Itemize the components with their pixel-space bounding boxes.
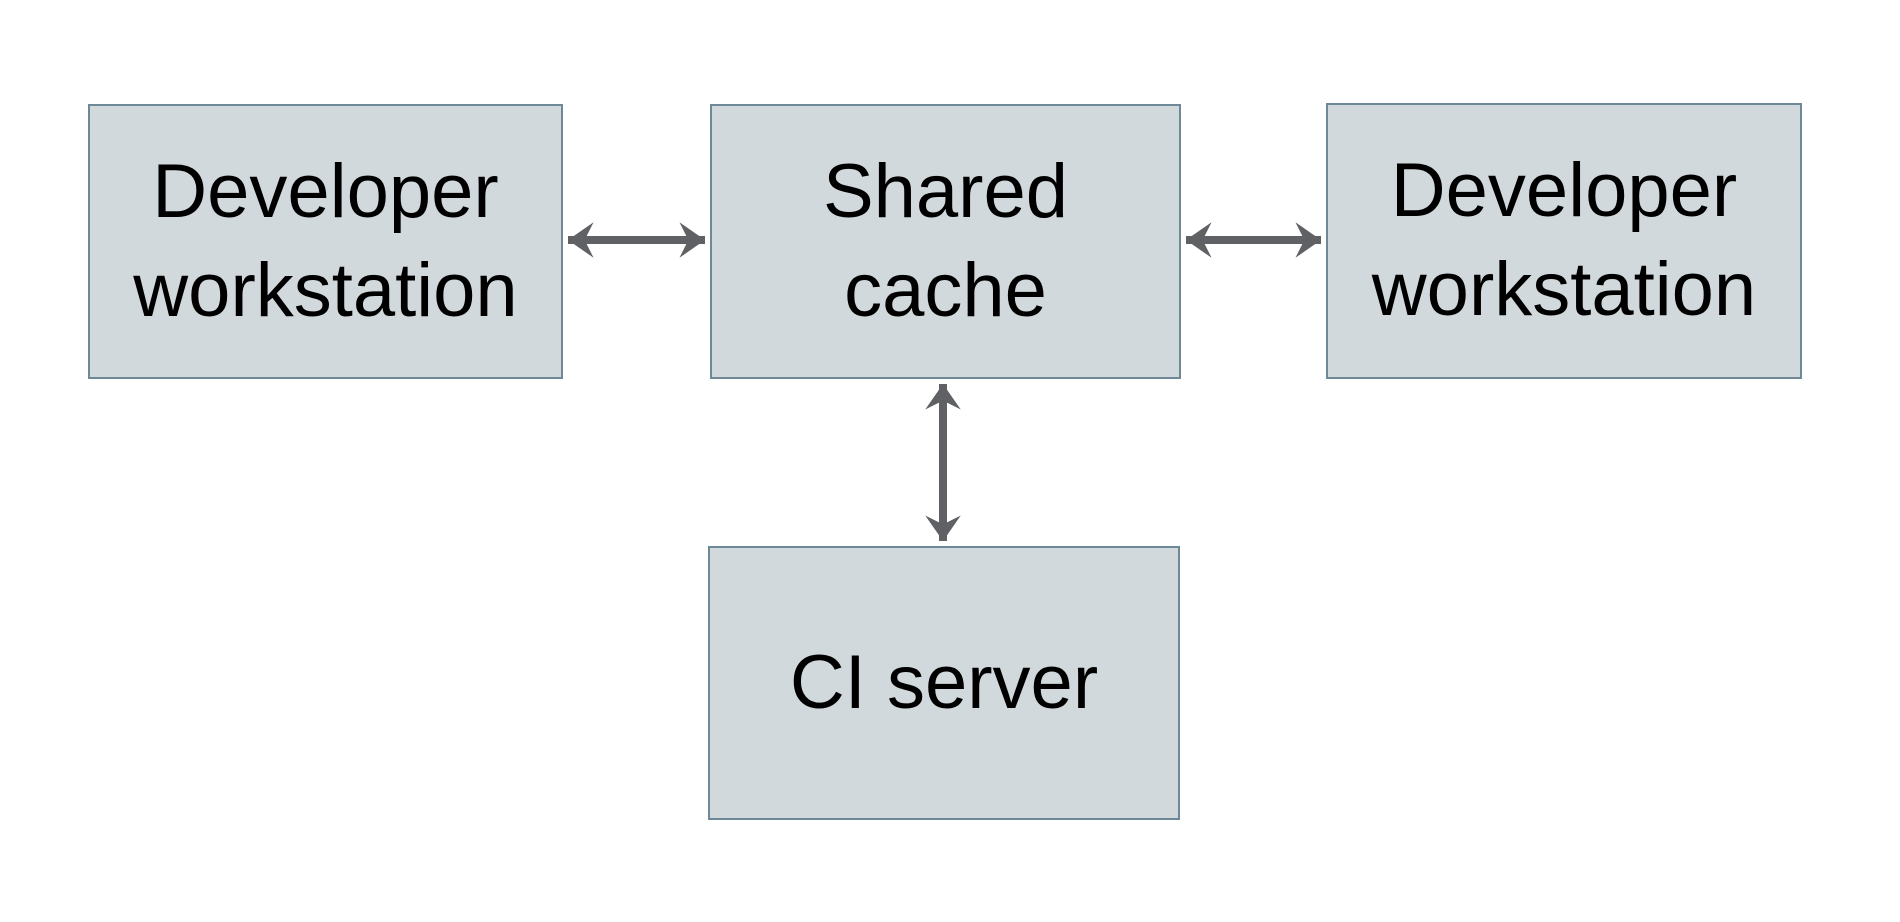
node-developer-workstation-left: Developer workstation: [88, 104, 563, 379]
node-developer-workstation-right: Developer workstation: [1326, 103, 1802, 379]
node-label: CI server: [789, 639, 1099, 725]
node-shared-cache: Shared cache: [710, 104, 1181, 379]
node-label: Developer workstation: [133, 148, 518, 333]
node-ci-server: CI server: [708, 546, 1180, 820]
node-label: Developer workstation: [1371, 148, 1757, 332]
node-label: Shared cache: [822, 148, 1069, 333]
